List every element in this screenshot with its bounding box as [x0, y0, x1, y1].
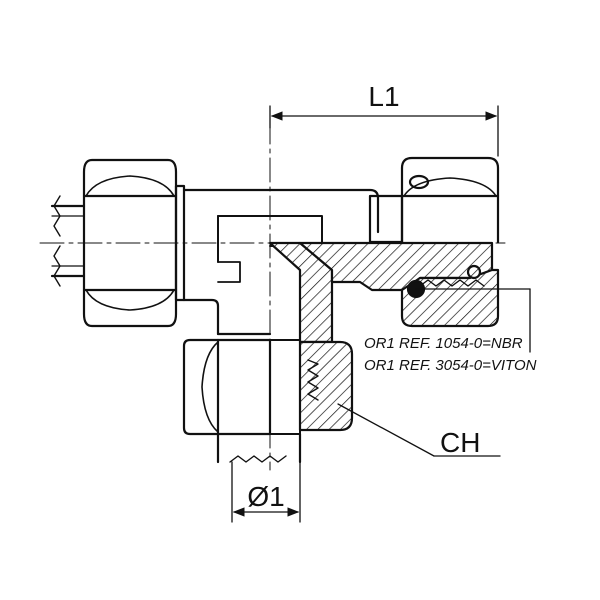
- ch-label: CH: [440, 427, 480, 458]
- sectioned-body: [268, 241, 500, 432]
- dimension-l1: [269, 105, 499, 157]
- tee-body: [182, 188, 404, 336]
- l1-label: L1: [368, 81, 399, 112]
- dimension-diameter: [231, 461, 301, 523]
- oring-note-nbr: OR1 REF. 1054-0=NBR: [364, 335, 523, 352]
- oring-leader: [415, 288, 531, 353]
- right-hex-nut: [400, 156, 500, 244]
- left-tube-stub: [50, 195, 86, 287]
- oring-note-viton: OR1 REF. 3054-0=VITON: [364, 357, 537, 374]
- bottom-tube-stub: [216, 432, 302, 464]
- ch-leader: [337, 403, 501, 457]
- diameter-label: Ø1: [247, 481, 284, 512]
- bottom-hex-nut: [182, 338, 301, 436]
